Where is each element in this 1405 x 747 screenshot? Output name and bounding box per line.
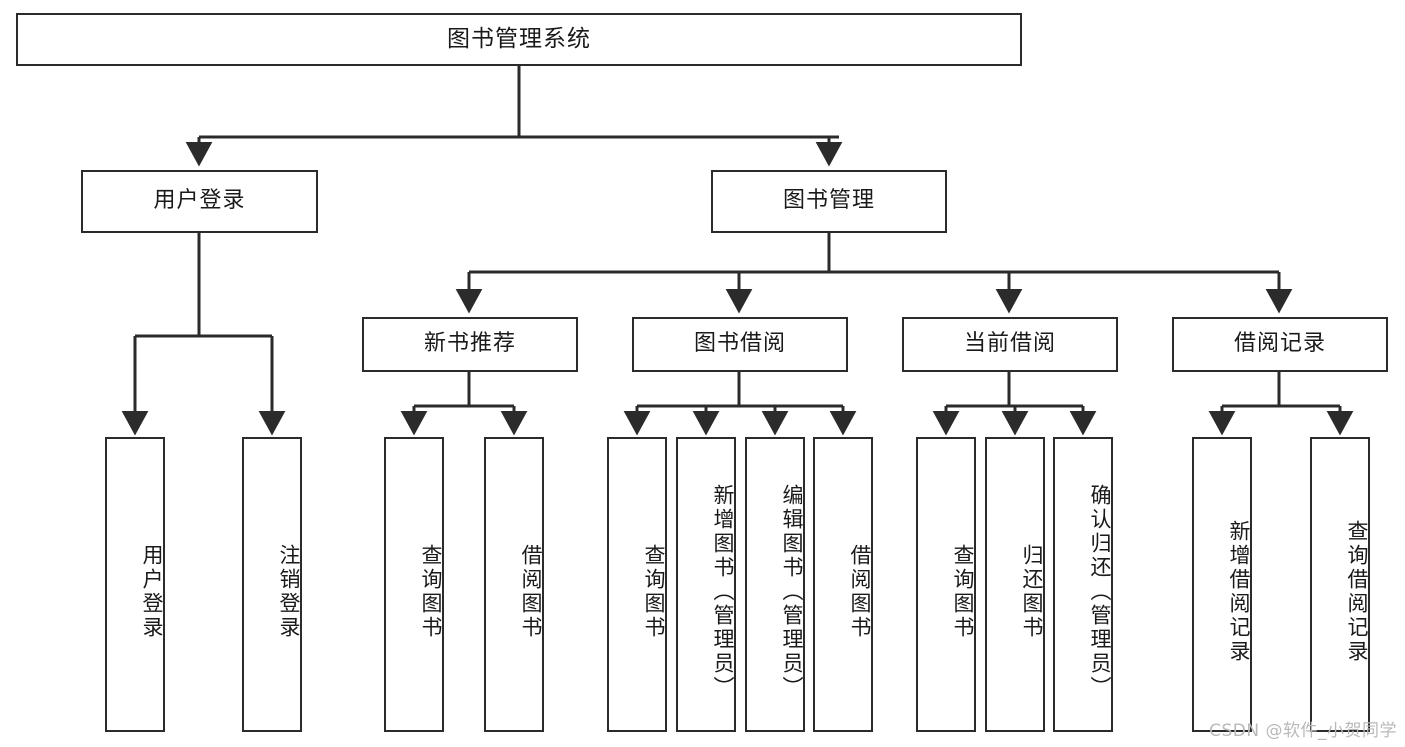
node-user-login-label: 用户登录 bbox=[153, 188, 246, 214]
node-book-manage[interactable]: 图书管理 bbox=[711, 170, 947, 233]
leaf-query-book-1-label: 查询图书 bbox=[419, 543, 443, 640]
node-user-login[interactable]: 用户登录 bbox=[81, 170, 318, 233]
leaf-borrow-book-2[interactable]: 借阅图书 bbox=[813, 437, 873, 732]
node-root[interactable]: 图书管理系统 bbox=[16, 13, 1022, 66]
node-book-borrow-label: 图书借阅 bbox=[693, 331, 786, 357]
leaf-add-record-label: 新增借阅记录 bbox=[1227, 519, 1251, 664]
leaf-query-book-3[interactable]: 查询图书 bbox=[916, 437, 976, 732]
leaf-query-book-1[interactable]: 查询图书 bbox=[384, 437, 444, 732]
node-book-manage-label: 图书管理 bbox=[782, 188, 875, 214]
leaf-borrow-book-1-label: 借阅图书 bbox=[519, 543, 543, 640]
leaf-query-record-label: 查询借阅记录 bbox=[1345, 519, 1369, 664]
leaf-confirm-return[interactable]: 确认归还（管理员） bbox=[1053, 437, 1113, 732]
leaf-borrow-book-1[interactable]: 借阅图书 bbox=[484, 437, 544, 732]
leaf-user-login-label: 用户登录 bbox=[140, 543, 164, 640]
leaf-return-book[interactable]: 归还图书 bbox=[985, 437, 1045, 732]
leaf-add-record[interactable]: 新增借阅记录 bbox=[1192, 437, 1252, 732]
node-new-book-recommend[interactable]: 新书推荐 bbox=[362, 317, 578, 372]
leaf-borrow-book-2-label: 借阅图书 bbox=[848, 543, 872, 640]
leaf-add-book-label: 新增图书（管理员） bbox=[711, 483, 735, 700]
leaf-logout-label: 注销登录 bbox=[277, 543, 301, 640]
leaf-return-book-label: 归还图书 bbox=[1020, 543, 1044, 640]
leaf-edit-book[interactable]: 编辑图书（管理员） bbox=[745, 437, 805, 732]
leaf-edit-book-label: 编辑图书（管理员） bbox=[780, 483, 804, 700]
leaf-query-book-3-label: 查询图书 bbox=[951, 543, 975, 640]
leaf-query-book-2-label: 查询图书 bbox=[642, 543, 666, 640]
node-current-borrow[interactable]: 当前借阅 bbox=[902, 317, 1118, 372]
node-book-borrow[interactable]: 图书借阅 bbox=[632, 317, 848, 372]
leaf-confirm-return-label: 确认归还（管理员） bbox=[1088, 483, 1112, 700]
leaf-query-book-2[interactable]: 查询图书 bbox=[607, 437, 667, 732]
node-borrow-record[interactable]: 借阅记录 bbox=[1172, 317, 1388, 372]
leaf-user-login[interactable]: 用户登录 bbox=[105, 437, 165, 732]
leaf-query-record[interactable]: 查询借阅记录 bbox=[1310, 437, 1370, 732]
watermark: CSDN @软件_小贺同学 bbox=[1209, 721, 1397, 741]
leaf-logout[interactable]: 注销登录 bbox=[242, 437, 302, 732]
node-borrow-record-label: 借阅记录 bbox=[1233, 331, 1326, 357]
node-root-label: 图书管理系统 bbox=[447, 25, 591, 52]
node-new-book-recommend-label: 新书推荐 bbox=[423, 331, 516, 357]
node-current-borrow-label: 当前借阅 bbox=[963, 331, 1056, 357]
leaf-add-book[interactable]: 新增图书（管理员） bbox=[676, 437, 736, 732]
